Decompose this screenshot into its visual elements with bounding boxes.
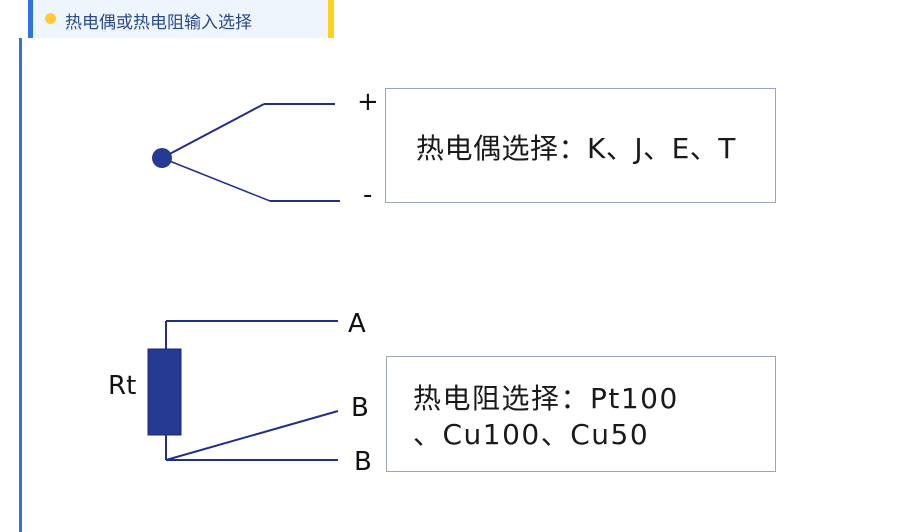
thermocouple-symbol xyxy=(152,103,340,202)
rtd-selection-box: 热电阻选择：Pt100 、Cu100、Cu50 xyxy=(386,356,776,472)
rtd-selection-text-line2: 、Cu100、Cu50 xyxy=(413,418,650,451)
section-title: 热电偶或热电阻输入选择 xyxy=(65,13,252,33)
rtd-symbol xyxy=(147,320,339,461)
rtd-element-label: Rt xyxy=(108,371,137,401)
thermocouple-selection-text: 热电偶选择：K、J、E、T xyxy=(416,132,736,165)
thermocouple-negative-lead xyxy=(161,157,271,202)
rtd-resistor-element xyxy=(147,348,182,436)
thermocouple-selection-box: 热电偶选择：K、J、E、T xyxy=(385,88,776,203)
pin-b1-label: B xyxy=(351,393,369,423)
rtd-selection-text-line1: 热电阻选择：Pt100 xyxy=(413,382,679,415)
thermocouple-positive-lead xyxy=(161,103,265,159)
thermocouple-junction xyxy=(152,148,172,168)
section-header: 热电偶或热电阻输入选择 xyxy=(28,0,334,38)
plus-terminal-label: + xyxy=(357,87,379,117)
pin-a-label: A xyxy=(348,309,366,339)
minus-terminal-label: - xyxy=(363,180,373,210)
left-accent-rule xyxy=(19,38,22,532)
pin-b2-label: B xyxy=(354,447,372,477)
rtd-wire-b1 xyxy=(165,410,339,461)
bullet-dot-icon xyxy=(45,13,56,24)
